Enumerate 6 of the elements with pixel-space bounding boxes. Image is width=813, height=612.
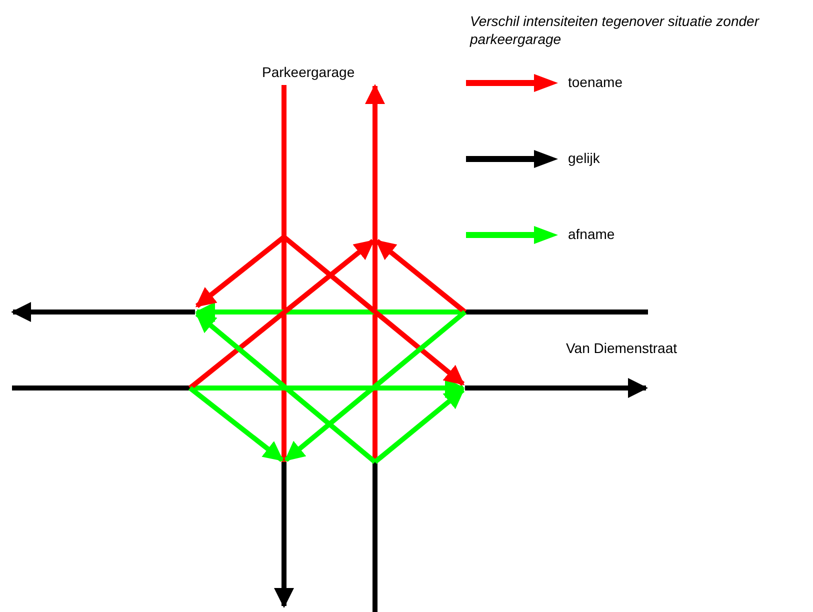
legend-text: toename <box>568 73 622 92</box>
road-label: Parkeergarage <box>262 63 355 82</box>
road-label: Van Diemenstraat <box>566 339 678 358</box>
legend-text: gelijk <box>568 149 600 168</box>
legend-title: Verschil intensiteiten tegenover situatie zonder parkeergarage <box>470 12 760 48</box>
legend-text: afname <box>568 225 615 244</box>
